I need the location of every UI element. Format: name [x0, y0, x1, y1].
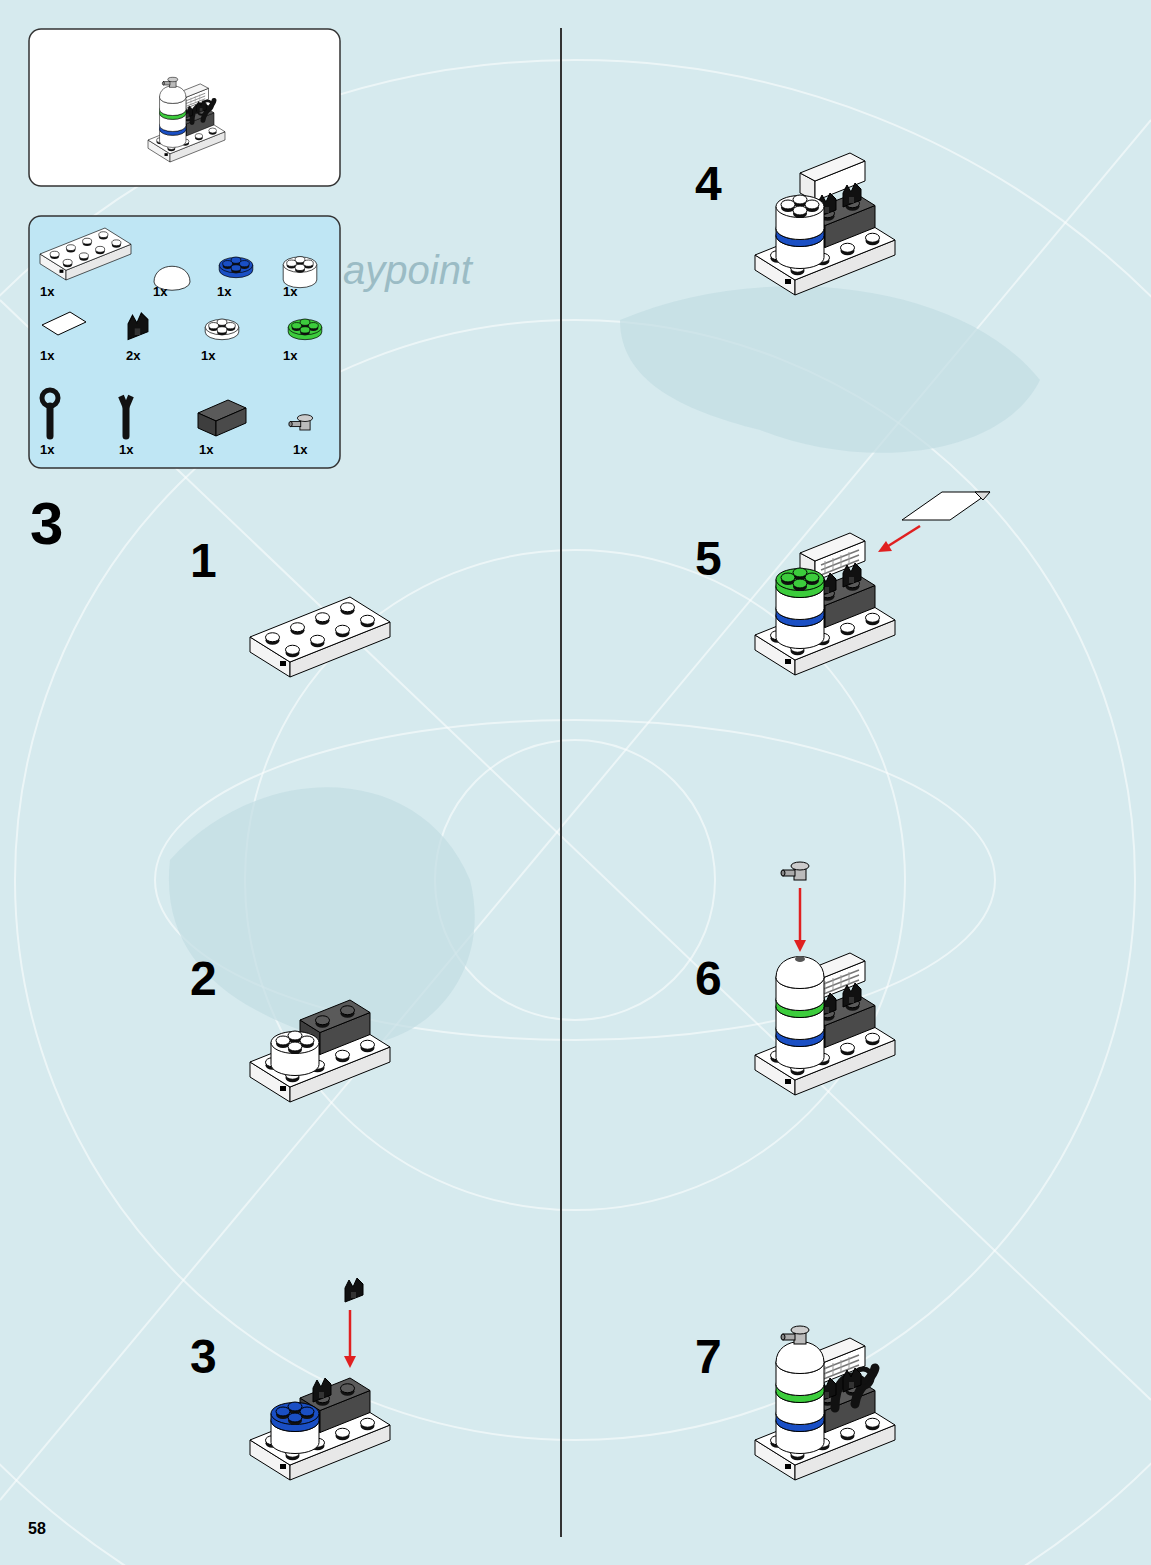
step-number: 4	[695, 160, 722, 208]
step-number: 5	[695, 535, 722, 583]
part-quantity: 1x	[199, 443, 213, 456]
sub-model-number: 3	[30, 494, 63, 554]
step-number: 3	[190, 1333, 217, 1381]
step-number: 1	[190, 537, 217, 585]
step-number: 7	[695, 1333, 722, 1381]
part-quantity: 1x	[283, 285, 297, 298]
watermark: aypoint	[343, 250, 472, 290]
step-number: 2	[190, 955, 217, 1003]
part-quantity: 1x	[153, 285, 167, 298]
page-number: 58	[28, 1521, 46, 1537]
part-quantity: 1x	[40, 349, 54, 362]
step-number: 6	[695, 955, 722, 1003]
part-quantity: 1x	[217, 285, 231, 298]
part-quantity: 2x	[126, 349, 140, 362]
part-quantity: 1x	[201, 349, 215, 362]
part-quantity: 1x	[283, 349, 297, 362]
part-quantity: 1x	[293, 443, 307, 456]
part-quantity: 1x	[40, 285, 54, 298]
part-quantity: 1x	[40, 443, 54, 456]
part-quantity: 1x	[119, 443, 133, 456]
